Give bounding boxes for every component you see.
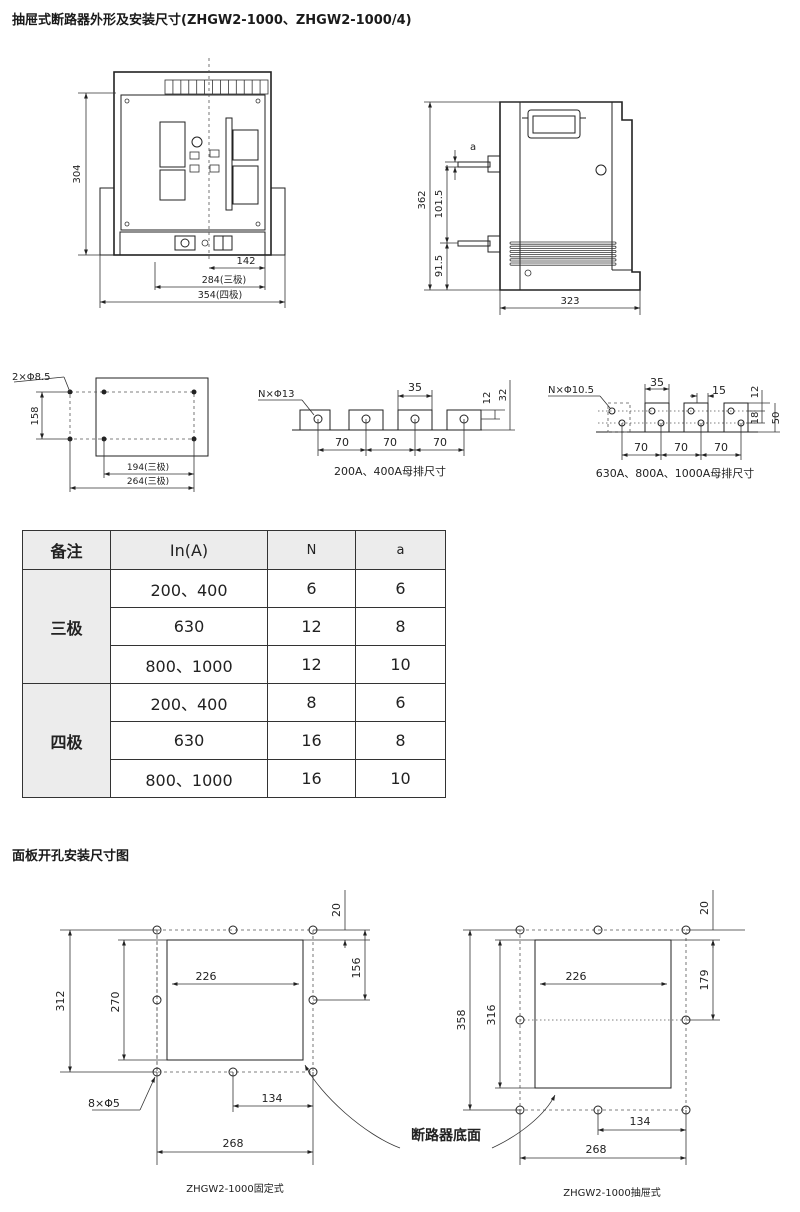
cell-in: 630 — [110, 607, 268, 646]
pitch-1-large: 70 — [634, 441, 648, 454]
cell-n: 8 — [267, 683, 356, 722]
busbar-large-view: N×Φ10.5 35 15 12 18 50 70 70 70 630A、800… — [548, 376, 782, 480]
pitch-2-large: 70 — [674, 441, 688, 454]
holes-nxd13: N×Φ13 — [258, 389, 294, 400]
cell-in: 630 — [110, 721, 268, 760]
table-row: 630 12 8 — [23, 607, 446, 646]
cutout-fixed-caption: ZHGW2-1000固定式 — [186, 1182, 283, 1195]
cell-n: 16 — [267, 721, 356, 760]
dim-312: 312 — [54, 991, 67, 1012]
dim-270: 270 — [109, 992, 122, 1013]
cell-n: 16 — [267, 759, 356, 798]
dim-142: 142 — [236, 256, 255, 267]
dim-134-drawer: 134 — [630, 1115, 651, 1128]
dim-158: 158 — [30, 406, 41, 425]
main-title: 抽屉式断路器外形及安装尺寸(ZHGW2-1000、ZHGW2-1000/4) — [12, 13, 412, 28]
table-header-row: 备注 In(A) N a — [22, 530, 446, 570]
busbar-small-view: N×Φ13 35 12 32 70 70 70 200A、400A母排尺寸 — [258, 380, 515, 478]
dim-323: 323 — [560, 296, 579, 307]
cell-n: 6 — [267, 569, 356, 608]
dim-354: 354(四极) — [198, 289, 243, 301]
vent-slot — [509, 262, 617, 266]
dim-12: 12 — [482, 392, 493, 405]
cutout-drawer-view: 358 316 226 20 179 134 268 ZHGW2-1000抽屉式 — [455, 890, 745, 1199]
pitch-2: 70 — [383, 436, 397, 449]
dim-268-drawer: 268 — [586, 1143, 607, 1156]
pitch-3-large: 70 — [714, 441, 728, 454]
dim-179: 179 — [698, 970, 711, 991]
table-row: 三极 200、400 6 6 — [22, 569, 446, 684]
vent-slot — [509, 245, 617, 249]
header-n: N — [267, 530, 356, 570]
cell-a: 6 — [355, 683, 446, 722]
dim-a: a — [470, 142, 476, 153]
cell-in: 800、1000 — [110, 645, 268, 684]
dim-15: 15 — [712, 384, 726, 397]
vent-slot — [509, 258, 617, 262]
dim-264: 264(三极) — [127, 475, 169, 487]
cell-n: 12 — [267, 607, 356, 646]
dim-35: 35 — [408, 381, 422, 394]
dim-18: 18 — [750, 412, 761, 425]
cell-a: 8 — [355, 721, 446, 760]
front-view: 304 142 284(三极) 354(四极) — [72, 58, 286, 308]
cell-a: 8 — [355, 607, 446, 646]
table-row: 800、1000 16 10 — [23, 759, 446, 798]
spec-table: 备注 In(A) N a 三极 200、400 6 6 630 12 8 800… — [22, 530, 446, 798]
vent-slot — [509, 249, 617, 253]
dim-156: 156 — [350, 958, 363, 979]
cell-a: 6 — [355, 569, 446, 608]
dim-268-fixed: 268 — [223, 1137, 244, 1150]
dim-35-large: 35 — [650, 376, 664, 389]
cell-in: 200、400 — [110, 569, 268, 608]
mounting-hole-view: 2×Φ8.5 158 194(三极) 264(三极) — [12, 372, 209, 492]
dim-50: 50 — [771, 412, 782, 425]
holes-8xd5: 8×Φ5 — [88, 1097, 120, 1110]
side-view: 362 a 101.5 91.5 323 — [417, 101, 641, 315]
header-a: a — [355, 530, 446, 570]
dim-358: 358 — [455, 1010, 468, 1031]
dim-134-fixed: 134 — [262, 1092, 283, 1105]
dim-32: 32 — [498, 389, 509, 402]
dim-226: 226 — [196, 970, 217, 983]
cutout-fixed-view: 312 270 226 20 156 134 268 8×Φ5 ZHGW2-10… — [54, 890, 370, 1195]
holes-2xd8-5: 2×Φ8.5 — [12, 372, 51, 383]
header-remark: 备注 — [22, 530, 111, 570]
dim-20-fixed: 20 — [330, 903, 343, 917]
dim-304: 304 — [72, 164, 83, 183]
cell-n: 12 — [267, 645, 356, 684]
dim-12-large: 12 — [750, 386, 761, 399]
dim-101-5: 101.5 — [434, 190, 445, 219]
busbar-small-caption: 200A、400A母排尺寸 — [334, 464, 446, 478]
group-3pole: 三极 — [22, 569, 111, 684]
group-4pole: 四极 — [22, 683, 111, 798]
terminal-strip — [164, 79, 269, 95]
dim-194: 194(三极) — [127, 461, 169, 473]
callout-bottom-face: 断路器底面 — [304, 1064, 556, 1149]
dim-91-5: 91.5 — [434, 255, 445, 277]
busbar-large-caption: 630A、800A、1000A母排尺寸 — [596, 466, 755, 480]
vent-slot — [509, 241, 617, 245]
pitch-3: 70 — [433, 436, 447, 449]
header-in: In(A) — [110, 530, 268, 570]
dim-316: 316 — [485, 1005, 498, 1026]
dim-20-drawer: 20 — [698, 901, 711, 915]
dim-362: 362 — [417, 190, 428, 209]
dim-226-drawer: 226 — [566, 970, 587, 983]
holes-nxd10-5: N×Φ10.5 — [548, 385, 594, 396]
cell-in: 800、1000 — [110, 759, 268, 798]
cell-a: 10 — [355, 759, 446, 798]
table-row: 800、1000 12 10 — [23, 645, 446, 684]
cell-a: 10 — [355, 645, 446, 684]
cutout-drawer-caption: ZHGW2-1000抽屉式 — [563, 1186, 660, 1199]
dim-284: 284(三极) — [202, 274, 247, 286]
pitch-1: 70 — [335, 436, 349, 449]
panel-cutout-title: 面板开孔安装尺寸图 — [12, 849, 130, 864]
callout-label: 断路器底面 — [411, 1127, 481, 1144]
vent-slot — [509, 254, 617, 258]
table-row: 四极 200、400 8 6 — [22, 683, 446, 798]
cell-in: 200、400 — [110, 683, 268, 722]
